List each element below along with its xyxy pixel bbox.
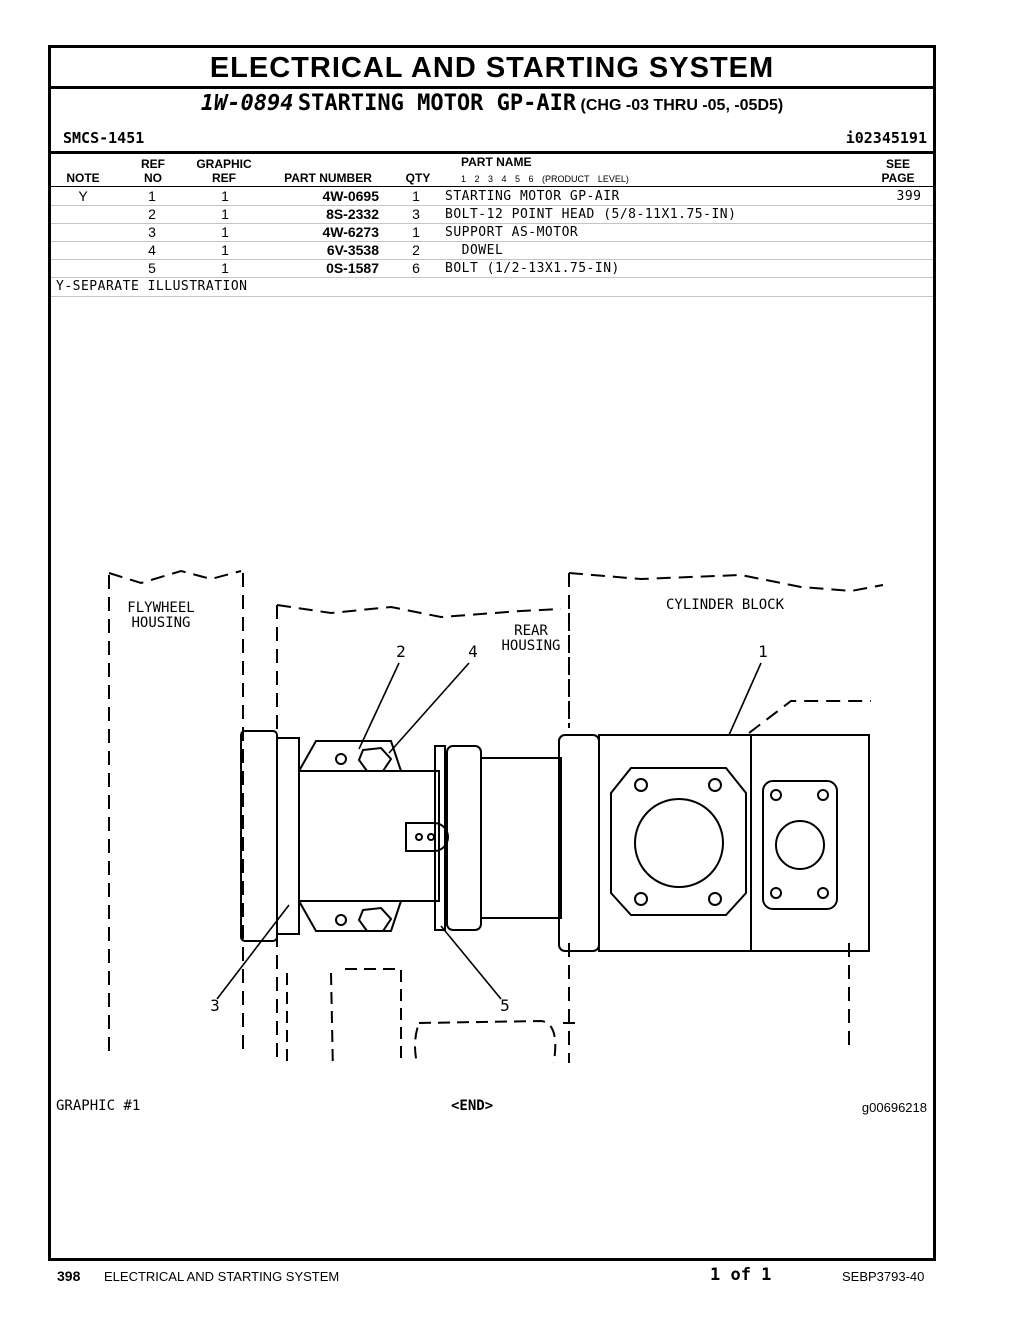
label-flywheel-line1: FLYWHEEL — [127, 600, 194, 616]
cell-note — [51, 205, 115, 224]
col-qty: QTY — [405, 171, 431, 185]
cell-qty: 3 — [387, 205, 445, 224]
motor-body — [240, 730, 870, 952]
table-row: 5 1 0S-1587 6 BOLT (1/2-13X1.75-IN) — [51, 259, 933, 278]
section-title: ELECTRICAL AND STARTING SYSTEM — [209, 52, 775, 84]
cell-part-number: 4W-6273 — [261, 223, 387, 242]
footer-doc-number: SEBP3793-40 — [842, 1269, 925, 1284]
cell-see-page — [885, 223, 933, 242]
cell-see-page — [885, 205, 933, 224]
cell-ref: 5 — [115, 259, 189, 278]
note-rule — [51, 296, 933, 297]
label-rear-line1: REAR — [514, 623, 548, 639]
mounting-brackets — [286, 968, 581, 1063]
label-rear-line2: HOUSING — [501, 638, 560, 654]
separate-illustration-note: Y-SEPARATE ILLUSTRATION — [56, 279, 248, 294]
cell-part-number: 4W-0695 — [261, 188, 387, 206]
cell-note — [51, 241, 115, 260]
footer-page-of: 1 of 1 — [710, 1265, 772, 1285]
col-ref-top: REF — [141, 157, 165, 171]
cell-part-name: STARTING MOTOR GP-AIR — [445, 188, 885, 206]
col-product-level: 1 2 3 4 5 6 (PRODUCT LEVEL) — [461, 174, 629, 184]
table-row: 3 1 4W-6273 1 SUPPORT AS-MOTOR — [51, 223, 933, 242]
col-graphic-top: GRAPHIC — [196, 157, 252, 171]
callout-3: 3 — [210, 996, 220, 1015]
cell-part-name: BOLT-12 POINT HEAD (5/8-11X1.75-IN) — [445, 205, 885, 224]
group-title: 1W-0894 STARTING MOTOR GP-AIR (CHG -03 T… — [51, 91, 933, 116]
col-ref-bottom: NO — [144, 171, 162, 185]
end-marker: <END> — [451, 1098, 494, 1114]
cell-ref: 4 — [115, 241, 189, 260]
cell-graphic: 1 — [189, 205, 261, 224]
group-change-range: (CHG -03 THRU -05, -05D5) — [580, 97, 784, 114]
cell-see-page — [885, 241, 933, 260]
table-header-rule — [51, 186, 933, 187]
callout-labels: FLYWHEEL HOUSING REAR HOUSING CYLINDER B… — [127, 597, 784, 1015]
col-graphic-bottom: REF — [212, 171, 236, 185]
cell-qty: 2 — [387, 241, 445, 260]
cell-part-number: 0S-1587 — [261, 259, 387, 278]
cell-note — [51, 259, 115, 278]
callout-2: 2 — [396, 642, 406, 661]
group-part-name: STARTING MOTOR GP-AIR — [297, 91, 577, 116]
callout-5: 5 — [500, 996, 510, 1015]
cell-ref: 2 — [115, 205, 189, 224]
cylinder-block-outline — [568, 572, 884, 1063]
table-row: 4 1 6V-3538 2 DOWEL — [51, 241, 933, 260]
cell-ref: 1 — [115, 188, 189, 206]
rear-housing-outline — [276, 604, 570, 1063]
label-cylinder-block: CYLINDER BLOCK — [666, 597, 785, 613]
title-rule — [51, 86, 933, 89]
cell-part-name: BOLT (1/2-13X1.75-IN) — [445, 259, 885, 278]
cell-qty: 1 — [387, 223, 445, 242]
cell-part-number: 6V-3538 — [261, 241, 387, 260]
smcs-code: SMCS-1451 — [63, 129, 145, 147]
col-part-number: PART NUMBER — [284, 171, 372, 185]
cell-note — [51, 223, 115, 242]
col-see-bottom: PAGE — [881, 171, 915, 185]
col-part-name: PART NAME — [461, 155, 532, 169]
group-part-number: 1W-0894 — [200, 91, 294, 116]
info-id: i02345191 — [845, 129, 927, 147]
callout-1: 1 — [758, 642, 768, 661]
footer-page-number: 398 — [57, 1268, 81, 1284]
header-rule — [51, 151, 933, 154]
cell-qty: 1 — [387, 188, 445, 206]
callout-leaders — [216, 662, 762, 1000]
table-row: 2 1 8S-2332 3 BOLT-12 POINT HEAD (5/8-11… — [51, 205, 933, 224]
callout-4: 4 — [468, 642, 478, 661]
cell-see-page: 399 — [885, 188, 933, 206]
cell-graphic: 1 — [189, 223, 261, 242]
label-flywheel-line2: HOUSING — [131, 615, 190, 631]
cell-ref: 3 — [115, 223, 189, 242]
col-note: NOTE — [66, 171, 100, 185]
graphic-id: g00696218 — [861, 1100, 927, 1115]
cell-graphic: 1 — [189, 188, 261, 206]
parts-table: Y 1 1 4W-0695 1 STARTING MOTOR GP-AIR 39… — [51, 188, 933, 278]
starting-motor-illustration: FLYWHEEL HOUSING REAR HOUSING CYLINDER B… — [108, 569, 884, 1063]
cell-part-name: SUPPORT AS-MOTOR — [445, 223, 885, 242]
flywheel-housing-outline — [108, 569, 244, 1053]
col-see-top: SEE — [885, 157, 910, 171]
cell-graphic: 1 — [189, 259, 261, 278]
cell-part-number: 8S-2332 — [261, 205, 387, 224]
cell-graphic: 1 — [189, 241, 261, 260]
cell-see-page — [885, 259, 933, 278]
cell-note: Y — [51, 188, 115, 206]
page-frame: ELECTRICAL AND STARTING SYSTEM 1W-0894 S… — [48, 45, 936, 1261]
footer-section: ELECTRICAL AND STARTING SYSTEM — [104, 1269, 340, 1284]
graphic-number: GRAPHIC #1 — [56, 1098, 141, 1114]
cell-part-name: DOWEL — [445, 241, 885, 260]
table-row: Y 1 1 4W-0695 1 STARTING MOTOR GP-AIR 39… — [51, 188, 933, 206]
cell-qty: 6 — [387, 259, 445, 278]
